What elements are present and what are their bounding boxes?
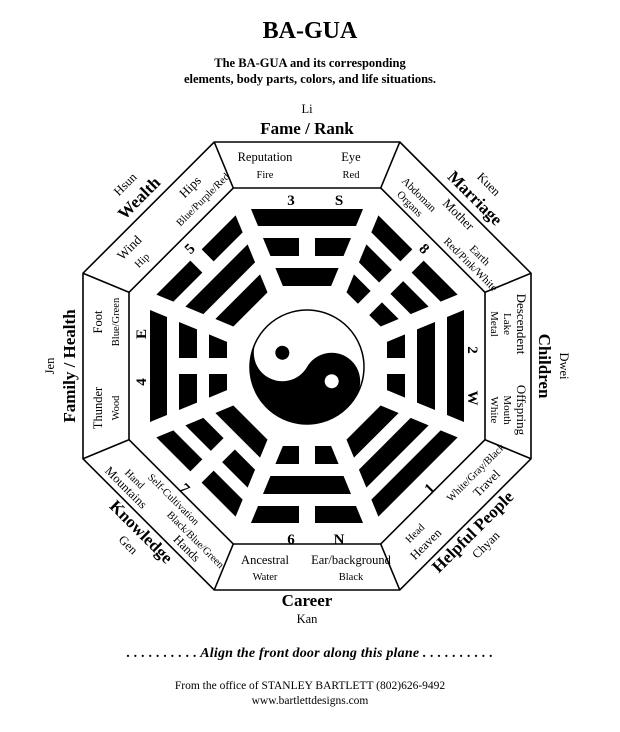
trigram-name-label: Kan [297,612,319,626]
trigram-broken-line-segment [209,374,227,398]
sector-attribute-text: Thunder [91,386,105,429]
trigram [150,309,227,423]
life-area-label: Career [282,591,333,610]
sector-attribute-text: Descendent [514,294,529,355]
sector-attribute-text: Fire [257,170,274,181]
sector-attribute-text: Blue/Green [111,297,122,346]
trigram-broken-line-segment [156,260,203,302]
trigram-broken-line-segment [390,281,429,315]
trigram-broken-line-segment [179,374,197,411]
subtitle-line-2: elements, body parts, colors, and life s… [183,72,437,86]
trigram-broken-line-segment [315,238,352,256]
trigram-broken-line-segment [358,244,392,283]
trigram-name-label: Dwei [557,352,571,380]
trigram-broken-line-segment [185,417,224,451]
subtitle-line-1: The BA-GUA and its corresponding [214,56,406,70]
sector-attribute-text: Lake [501,313,513,335]
sector-divider [379,141,401,189]
office-credit: From the office of STANLEY BARTLETT (802… [174,680,446,692]
sector-divider [82,272,130,294]
trigram-solid-line [447,309,464,423]
life-area-label: Children [535,334,554,399]
diagram-title: BA-GUA [262,18,358,44]
trigram-broken-line-segment [209,334,227,358]
trigram [250,209,364,286]
trigram [346,405,458,517]
trigram-broken-line-segment [387,374,405,398]
sector-attribute-text: Water [253,572,278,583]
sector-attribute-text: Black [339,572,364,583]
trigram-solid-line [346,405,399,458]
trigram-solid-line [371,430,458,517]
trigram-broken-line-segment [346,274,371,304]
compass-direction: W [464,391,480,406]
yin-dot [275,345,290,360]
trigram-broken-line-segment [156,430,203,472]
trigram-solid-line [417,321,435,411]
sector-divider [82,438,130,460]
sector-divider [379,543,401,591]
front-door-alignment-note: . . . . . . . . . . Align the front door… [126,646,494,661]
trigram-name-label: Jen [43,357,57,374]
trigram-broken-line-segment [315,446,339,464]
sector-divider [213,543,235,591]
yin-yang-symbol [249,309,365,425]
trigram-solid-line [150,309,167,423]
sector-divider [213,141,235,189]
trigram-broken-line-segment [201,470,243,517]
trigram-broken-line-segment [411,260,458,302]
trigram-broken-line-segment [371,215,413,262]
trigram-broken-line-segment [275,446,299,464]
trigram-broken-line-segment [315,506,364,523]
trigram-solid-line [358,417,429,488]
trigram-broken-line-segment [369,302,399,327]
sector-number: 6 [287,532,295,548]
trigram-solid-line [215,405,268,458]
sector-attribute-text: Wood [111,395,122,421]
trigram-broken-line-segment [250,506,299,523]
trigram [250,446,364,523]
trigram-name-label: Li [301,102,313,116]
trigram-solid-line [185,244,256,315]
trigram [156,215,268,327]
website-text: www.bartlettdesigns.com [251,695,369,707]
trigram-broken-line-segment [222,449,256,488]
life-area-label: Family / Health [60,309,79,423]
trigram [387,309,464,423]
trigram-broken-line-segment [262,238,299,256]
sector-attribute-text: White [488,397,500,424]
sector-attribute-text: Foot [91,310,105,333]
life-area-label: Fame / Rank [260,119,354,138]
trigram [156,405,268,517]
sector-attribute-text: Red [343,170,361,181]
sector-attribute-text: Offspring [514,385,529,436]
sector-number: 3 [287,193,295,209]
sector-attribute-text: Metal [488,311,500,337]
yang-dot [324,374,339,389]
trigram-broken-line-segment [179,321,197,358]
sector-attribute-text: Ear/background [311,553,392,567]
sector-attribute-text: Reputation [238,150,294,164]
sector-divider [484,438,532,460]
compass-direction: S [335,193,343,209]
trigram-solid-line [275,268,339,286]
sector-attribute-text: Eye [341,150,361,164]
sector-attribute-text: Mouth [501,395,513,425]
compass-direction: N [334,532,345,548]
trigram-solid-line [250,209,364,226]
compass-direction: E [134,329,150,339]
trigram-broken-line-segment [201,215,243,262]
trigram-solid-line [215,274,268,327]
sector-number: 4 [134,378,150,386]
trigram-broken-line-segment [387,334,405,358]
trigram-solid-line [262,476,352,494]
sector-divider [484,272,532,294]
sector-attribute-text: Ancestral [241,553,289,567]
trigram [346,215,458,327]
sector-number: 2 [464,346,480,354]
